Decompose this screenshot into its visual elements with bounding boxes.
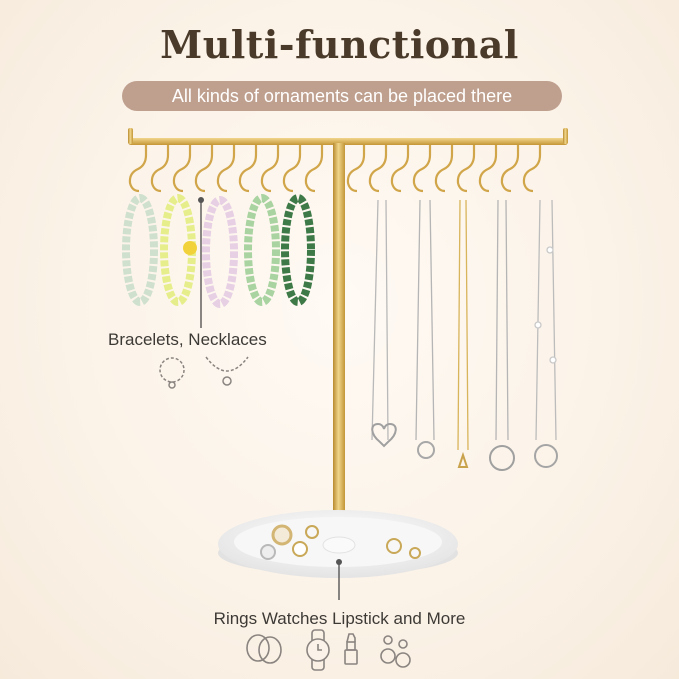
necklace-icon xyxy=(205,356,249,386)
watch-icon xyxy=(306,629,330,671)
stand-hooks xyxy=(128,145,542,193)
page-title: Multi-functional xyxy=(160,22,519,67)
bracelets-necklaces-label: Bracelets, Necklaces xyxy=(108,330,267,349)
bracelets xyxy=(122,194,315,308)
stand-pole xyxy=(333,143,345,543)
earring-icon xyxy=(380,635,411,668)
subtitle-pill: All kinds of ornaments can be placed the… xyxy=(122,81,562,111)
ring-icon xyxy=(246,634,282,664)
rings-watches-label: Rings Watches Lipstick and More xyxy=(213,609,466,628)
lipstick-icon xyxy=(344,633,358,665)
bracelet-icon xyxy=(159,357,185,389)
jewelry-tray xyxy=(218,510,458,578)
stand-top-bar xyxy=(128,128,568,145)
necklaces xyxy=(371,199,558,471)
